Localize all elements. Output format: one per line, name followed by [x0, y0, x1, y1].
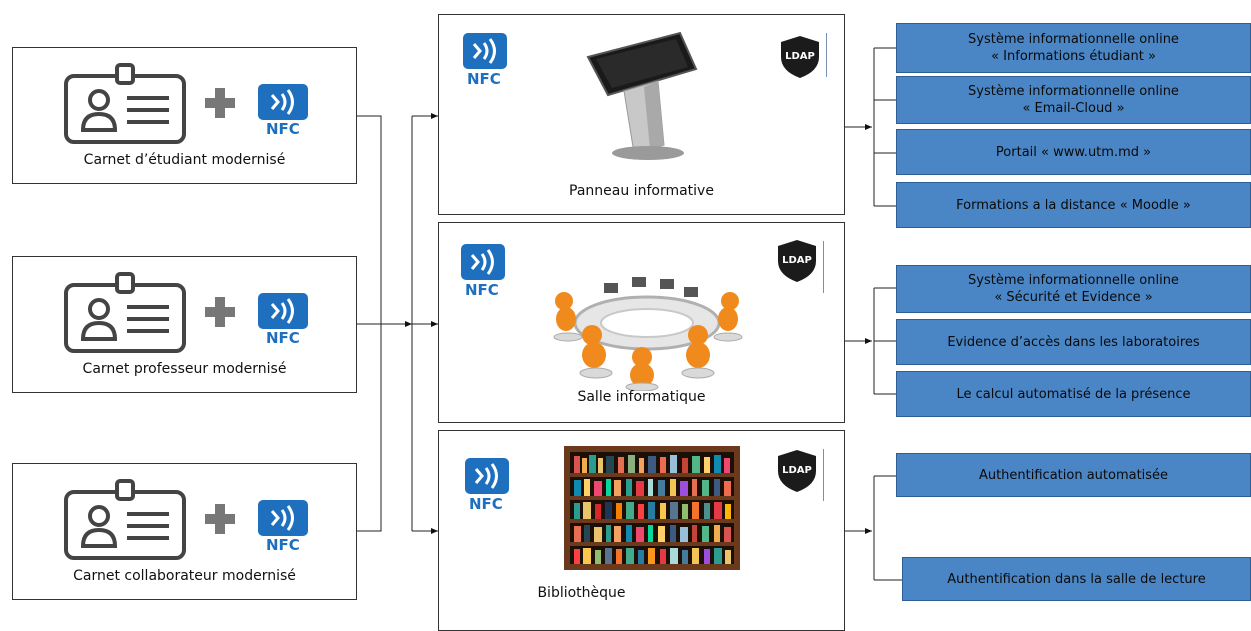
- nfc-icon: [465, 458, 509, 494]
- bookshelf-icon: [564, 446, 740, 570]
- nfc-badge: NFC: [256, 82, 310, 138]
- ldap-label: LDAP: [782, 465, 812, 476]
- service-attendance: Le calcul automatisé de la présence: [896, 371, 1251, 417]
- service-line1: Système informationnelle online: [968, 32, 1179, 47]
- ldap-shield-icon: LDAP: [781, 36, 819, 78]
- service-line1: Evidence d’accès dans les laboratoires: [947, 334, 1200, 350]
- service-student-info: Système informationnelle online « Inform…: [896, 23, 1251, 73]
- card-label: Carnet d’étudiant modernisé: [83, 152, 286, 168]
- card-label: Carnet collaborateur modernisé: [73, 568, 296, 584]
- ldap-label: LDAP: [782, 255, 812, 266]
- service-portal: Portail « www.utm.md »: [896, 129, 1251, 175]
- service-email-cloud: Système informationnelle online « Email-…: [896, 76, 1251, 124]
- service-line1: Authentification automatisée: [978, 467, 1169, 483]
- service-line1: Le calcul automatisé de la présence: [956, 386, 1191, 402]
- service-line1: Système informationnelle online: [968, 273, 1179, 288]
- nfc-icon: [463, 33, 507, 69]
- nfc-badge: NFC: [256, 291, 310, 347]
- nfc-icon: [258, 84, 308, 120]
- divider: [826, 33, 827, 77]
- ldap-shield-icon: LDAP: [778, 240, 816, 282]
- nfc-badge: NFC: [461, 32, 511, 90]
- computer-room-illustration-icon: [553, 277, 743, 391]
- service-line1: Formations a la distance « Moodle »: [956, 197, 1191, 213]
- id-card-icon: [64, 63, 186, 144]
- card-professor: NFC Carnet professeur modernisé: [12, 256, 357, 393]
- id-card-icon: [64, 272, 186, 353]
- service-line2: « Email-Cloud »: [1022, 101, 1125, 116]
- nfc-label: NFC: [465, 281, 499, 299]
- panel-computer-room: NFC LDAP Salle informatique: [438, 222, 845, 423]
- card-collaborator: NFC Carnet collaborateur modernisé: [12, 463, 357, 600]
- nfc-badge: NFC: [256, 498, 310, 554]
- panel-label: Bibliothèque: [537, 585, 626, 601]
- panel-library: NFC: [438, 430, 845, 631]
- divider: [823, 449, 824, 501]
- divider: [823, 241, 824, 293]
- service-line1: Système informationnelle online: [968, 84, 1179, 99]
- nfc-icon: [461, 244, 505, 280]
- service-line1: Authentification dans la salle de lectur…: [947, 571, 1206, 587]
- panel-label: Panneau informative: [569, 183, 714, 199]
- service-moodle: Formations a la distance « Moodle »: [896, 182, 1251, 228]
- plus-icon: [205, 504, 235, 534]
- ldap-label: LDAP: [785, 51, 815, 62]
- nfc-badge: NFC: [459, 243, 509, 301]
- nfc-icon: [258, 293, 308, 329]
- nfc-label: NFC: [467, 70, 501, 88]
- service-line2: « Informations étudiant »: [991, 49, 1156, 64]
- service-reading-room-auth: Authentification dans la salle de lectur…: [902, 557, 1251, 601]
- nfc-label: NFC: [266, 120, 300, 138]
- panel-kiosk: NFC LDAP Panneau informative: [438, 14, 845, 215]
- card-label: Carnet professeur modernisé: [82, 361, 287, 377]
- service-auto-auth: Authentification automatisée: [896, 453, 1251, 497]
- nfc-badge: NFC: [463, 457, 513, 515]
- service-security: Système informationnelle online « Sécuri…: [896, 265, 1251, 313]
- nfc-label: NFC: [469, 495, 503, 513]
- kiosk-terminal-icon: [586, 31, 698, 160]
- plus-icon: [205, 297, 235, 327]
- ldap-shield-icon: LDAP: [778, 450, 816, 492]
- service-line1: Portail « www.utm.md »: [995, 144, 1152, 160]
- nfc-label: NFC: [266, 536, 300, 554]
- plus-icon: [205, 88, 235, 118]
- service-line2: « Sécurité et Evidence »: [994, 290, 1153, 305]
- panel-label: Salle informatique: [577, 389, 706, 405]
- service-lab-access: Evidence d’accès dans les laboratoires: [896, 319, 1251, 365]
- id-card-icon: [64, 479, 186, 560]
- card-student: NFC Carnet d’étudiant modernisé: [12, 47, 357, 184]
- nfc-label: NFC: [266, 329, 300, 347]
- nfc-icon: [258, 500, 308, 536]
